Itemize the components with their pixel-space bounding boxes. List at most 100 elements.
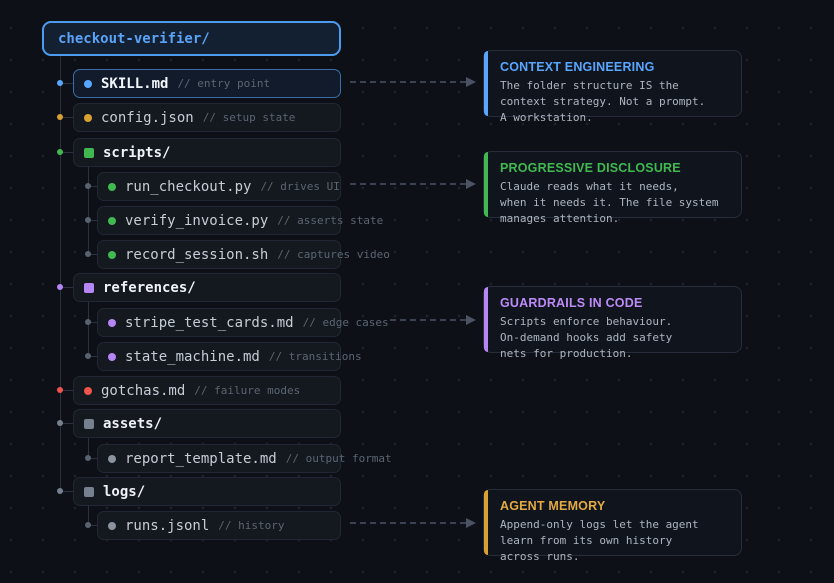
connector-arrow-icon xyxy=(466,77,476,87)
file-dot-icon xyxy=(84,113,92,122)
file-comment: // output format xyxy=(285,452,392,465)
branch-stub xyxy=(60,491,73,492)
branch-stub xyxy=(88,220,97,221)
folder-square-icon xyxy=(84,418,94,429)
tree-item-stripe-test-cards-md[interactable]: stripe_test_cards.md // edge cases xyxy=(97,308,389,337)
file-comment: // edge cases xyxy=(302,316,389,329)
callout-body: The folder structure IS the context stra… xyxy=(500,79,706,124)
callout-accent-bar xyxy=(484,490,488,555)
connector-arrow-icon xyxy=(466,518,476,528)
connector-dash-line xyxy=(350,522,466,524)
root-folder-label: checkout-verifier/ xyxy=(58,30,210,47)
tree-item-report-template-md[interactable]: report_template.md // output format xyxy=(97,444,392,473)
branch-stub xyxy=(88,254,97,255)
tree-item-config-json[interactable]: config.json // setup state xyxy=(73,103,341,132)
file-comment: // drives UI xyxy=(260,180,340,193)
connector-arrow-icon xyxy=(466,179,476,189)
file-name: stripe_test_cards.md xyxy=(125,314,294,331)
file-dot-icon xyxy=(108,250,116,259)
tree-item-skill-md[interactable]: SKILL.md // entry point xyxy=(73,69,341,98)
file-name: state_machine.md xyxy=(125,348,260,365)
tree-item-state-machine-md[interactable]: state_machine.md // transitions xyxy=(97,342,362,371)
file-name: gotchas.md xyxy=(101,382,186,399)
branch-stub xyxy=(60,390,73,391)
junction-dot xyxy=(85,319,91,325)
tree-item-scripts-folder[interactable]: scripts/ xyxy=(73,138,341,167)
callout-accent-bar xyxy=(484,51,488,116)
tree-item-logs-folder[interactable]: logs/ xyxy=(73,477,341,506)
file-name: record_session.sh xyxy=(125,246,269,263)
branch-stub xyxy=(88,458,97,459)
branch-stub xyxy=(88,356,97,357)
callout-title: CONTEXT ENGINEERING xyxy=(500,60,655,74)
branch-stub xyxy=(60,83,73,84)
file-dot-icon xyxy=(84,79,92,88)
callout-agent-memory: AGENT MEMORY Append-only logs let the ag… xyxy=(483,489,742,563)
file-comment: // setup state xyxy=(202,111,296,124)
junction-dot xyxy=(57,149,63,155)
root-folder-header[interactable]: checkout-verifier/ xyxy=(42,21,341,56)
junction-dot xyxy=(85,522,91,528)
references-trunk-line xyxy=(88,302,89,356)
file-dot-icon xyxy=(108,521,116,530)
folder-square-icon xyxy=(84,282,94,293)
callout-title: PROGRESSIVE DISCLOSURE xyxy=(500,161,681,175)
folder-name: references/ xyxy=(103,279,196,296)
file-comment: // failure modes xyxy=(194,384,301,397)
callout-accent-bar xyxy=(484,287,488,352)
main-trunk-line xyxy=(60,56,61,491)
junction-dot xyxy=(85,353,91,359)
branch-stub xyxy=(60,423,73,424)
branch-stub xyxy=(88,525,97,526)
file-comment: // entry point xyxy=(177,77,271,90)
callout-body: Claude reads what it needs, when it need… xyxy=(500,180,719,225)
branch-stub xyxy=(60,152,73,153)
connector-arrow-icon xyxy=(466,315,476,325)
junction-dot xyxy=(57,80,63,86)
branch-stub xyxy=(60,287,73,288)
file-name: run_checkout.py xyxy=(125,178,252,195)
junction-dot xyxy=(57,114,63,120)
junction-dot xyxy=(57,284,63,290)
tree-item-runs-jsonl[interactable]: runs.jsonl // history xyxy=(97,511,341,540)
file-dot-icon xyxy=(108,352,116,361)
assets-trunk-line xyxy=(88,438,89,458)
tree-item-verify-invoice-py[interactable]: verify_invoice.py // asserts state xyxy=(97,206,383,235)
connector-dash-line xyxy=(350,81,466,83)
file-comment: // asserts state xyxy=(277,214,384,227)
tree-item-references-folder[interactable]: references/ xyxy=(73,273,341,302)
folder-square-icon xyxy=(84,147,94,158)
tree-item-gotchas-md[interactable]: gotchas.md // failure modes xyxy=(73,376,341,405)
file-name: report_template.md xyxy=(125,450,277,467)
file-dot-icon xyxy=(84,386,92,395)
callout-context-engineering: CONTEXT ENGINEERING The folder structure… xyxy=(483,50,742,124)
callout-body: Append-only logs let the agent learn fro… xyxy=(500,518,699,563)
tree-item-run-checkout-py[interactable]: run_checkout.py // drives UI xyxy=(97,172,341,201)
folder-name: scripts/ xyxy=(103,144,171,161)
file-dot-icon xyxy=(108,318,116,327)
junction-dot xyxy=(57,420,63,426)
file-dot-icon xyxy=(108,182,116,191)
logs-trunk-line xyxy=(88,506,89,525)
branch-stub xyxy=(88,186,97,187)
folder-square-icon xyxy=(84,486,94,497)
callout-accent-bar xyxy=(484,152,488,217)
callout-title: GUARDRAILS IN CODE xyxy=(500,296,643,310)
file-comment: // transitions xyxy=(268,350,362,363)
tree-item-record-session-sh[interactable]: record_session.sh // captures video xyxy=(97,240,390,269)
callout-body: Scripts enforce behaviour. On-demand hoo… xyxy=(500,315,673,360)
junction-dot xyxy=(57,387,63,393)
junction-dot xyxy=(85,455,91,461)
scripts-trunk-line xyxy=(88,167,89,254)
callout-guardrails-in-code: GUARDRAILS IN CODE Scripts enforce behav… xyxy=(483,286,742,360)
branch-stub xyxy=(88,322,97,323)
file-name: config.json xyxy=(101,109,194,126)
callout-title: AGENT MEMORY xyxy=(500,499,606,513)
file-dot-icon xyxy=(108,216,116,225)
file-dot-icon xyxy=(108,454,116,463)
tree-item-assets-folder[interactable]: assets/ xyxy=(73,409,341,438)
file-name: SKILL.md xyxy=(101,75,169,92)
file-name: verify_invoice.py xyxy=(125,212,269,229)
junction-dot xyxy=(57,488,63,494)
